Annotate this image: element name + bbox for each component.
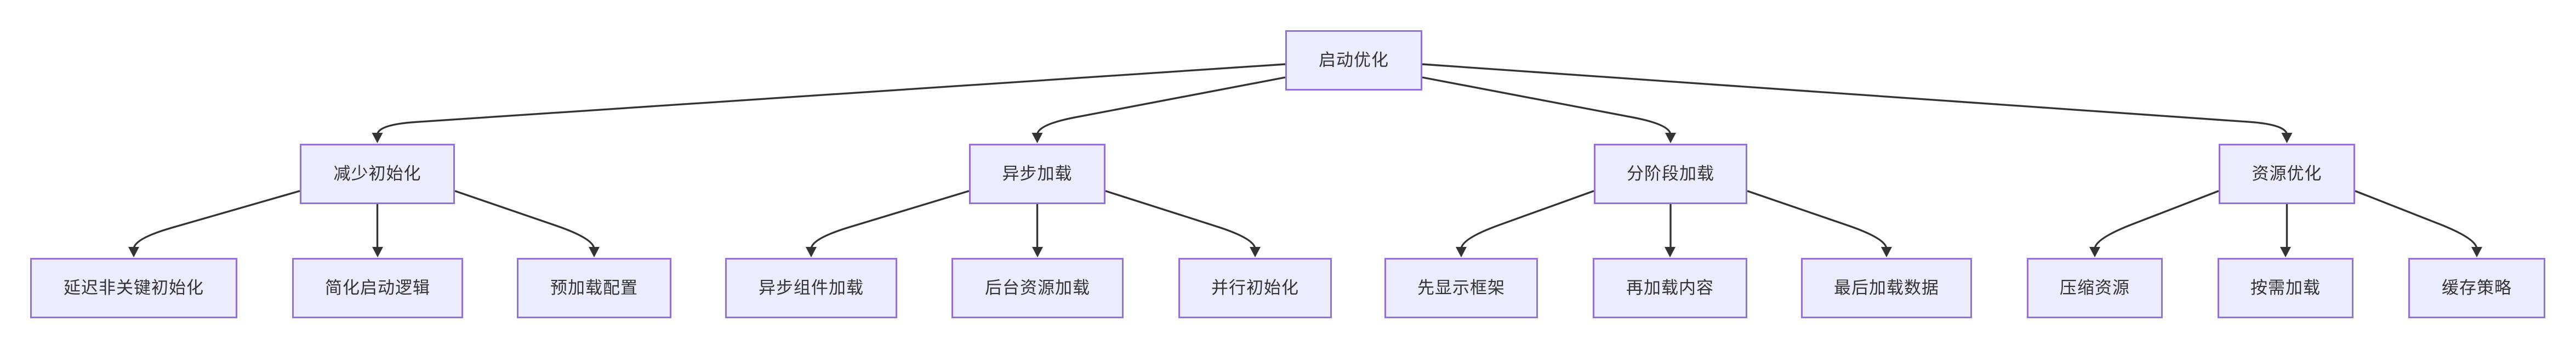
edge-d-d3 [2355,190,2478,250]
arrowhead-root-d [2281,133,2293,143]
node-label: 先显示框架 [1417,278,1505,298]
arrowhead-b-b3 [1250,247,1261,257]
node-label: 延迟非关键初始化 [64,278,204,298]
node-label: 预加载配置 [550,278,638,298]
flowchart-node-d2: 按需加载 [2218,258,2353,318]
flowchart-node-b: 异步加载 [969,144,1105,204]
flowchart-node-c3: 最后加载数据 [1801,258,1972,318]
flowchart-node-root: 启动优化 [1285,30,1422,91]
edge-a-a3 [454,190,595,250]
node-label: 再加载内容 [1626,278,1714,298]
arrowhead-c-c1 [1456,247,1467,257]
node-label: 按需加载 [2250,278,2321,298]
arrowhead-d-d1 [2089,247,2100,257]
node-label: 简化启动逻辑 [325,278,430,298]
flowchart-node-a1: 延迟非关键初始化 [30,258,237,318]
arrowhead-d-d3 [2471,247,2482,257]
arrowhead-a-a1 [128,247,139,257]
flowchart-node-d3: 缓存策略 [2408,258,2545,318]
flowchart-node-d: 资源优化 [2219,144,2355,204]
flowchart-node-c2: 再加载内容 [1593,258,1747,318]
node-label: 异步组件加载 [759,278,864,298]
arrowhead-d-d2 [2280,247,2291,257]
node-label: 最后加载数据 [1834,278,1939,298]
edge-root-d [1422,63,2288,136]
edge-c-c3 [1747,190,1888,250]
node-label: 启动优化 [1319,50,1389,70]
flowchart-node-c: 分阶段加载 [1594,144,1747,204]
flowchart-node-a2: 简化启动逻辑 [292,258,463,318]
edge-b-b3 [1105,190,1256,250]
flowchart-node-b3: 并行初始化 [1178,258,1332,318]
edge-d-d1 [2094,190,2219,250]
edge-a-a1 [133,190,300,250]
arrowhead-b-b1 [806,247,817,257]
arrowhead-root-b [1031,133,1043,143]
arrowhead-b-b2 [1032,247,1043,257]
node-label: 分阶段加载 [1627,164,1714,184]
edge-root-a [376,63,1286,136]
edge-b-b1 [810,190,970,250]
edge-root-c [1422,76,1672,136]
node-label: 减少初始化 [333,164,421,184]
arrowhead-c-c2 [1665,247,1675,257]
arrowhead-root-c [1665,133,1676,143]
node-label: 并行初始化 [1211,278,1299,298]
flowchart-node-b2: 后台资源加载 [951,258,1124,318]
node-label: 异步加载 [1002,164,1073,184]
node-label: 压缩资源 [2060,278,2130,298]
flowchart-node-a: 减少初始化 [300,144,455,204]
arrowhead-c-c3 [1881,247,1892,257]
node-label: 资源优化 [2252,164,2322,184]
node-label: 后台资源加载 [985,278,1090,298]
flowchart-node-a3: 预加载配置 [517,258,671,318]
node-label: 缓存策略 [2442,278,2512,298]
flowchart-node-c1: 先显示框架 [1384,258,1538,318]
flowchart-node-d1: 压缩资源 [2027,258,2163,318]
arrowhead-root-a [372,133,383,143]
arrowhead-a-a2 [372,247,383,257]
edge-root-b [1036,76,1286,136]
edge-c-c1 [1460,190,1594,250]
flowchart-node-b1: 异步组件加载 [725,258,897,318]
arrowhead-a-a3 [589,247,600,257]
